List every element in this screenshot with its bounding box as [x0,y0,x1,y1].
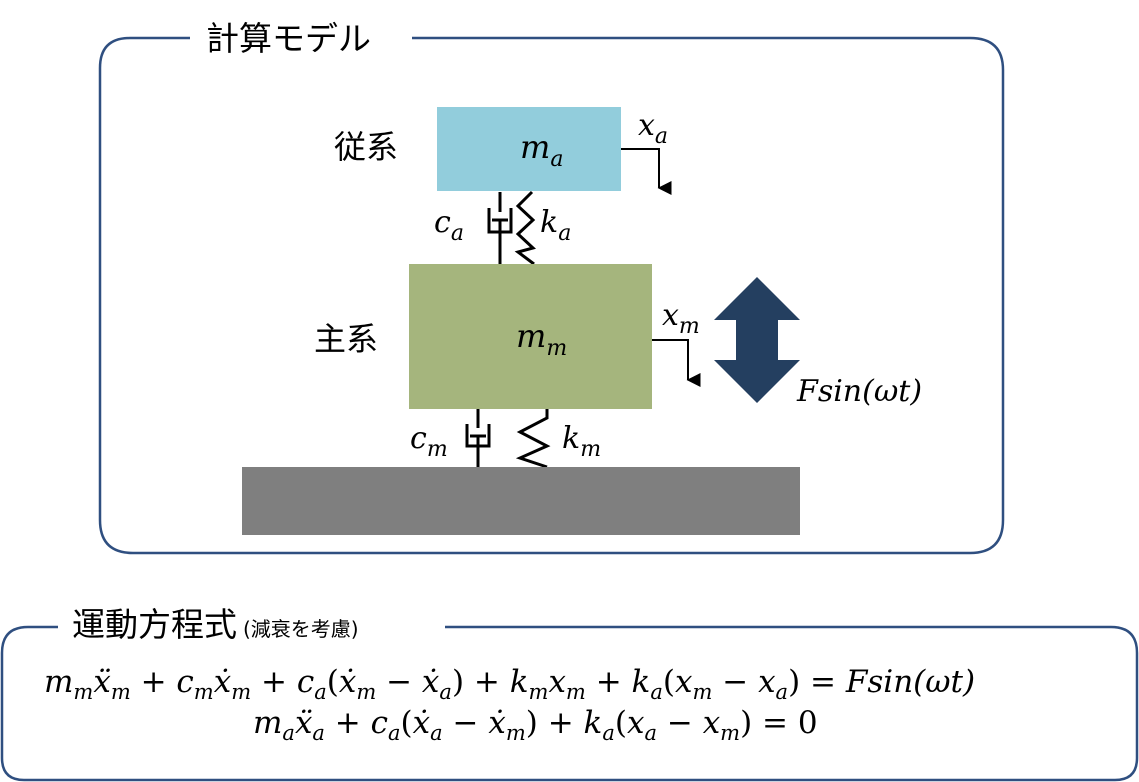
model-panel-title: 計算モデル [206,19,371,58]
lower-spring-label: km [562,421,601,462]
force-label: Fsin(ωt) [796,374,922,409]
secondary-system-label: 従系 [334,128,398,166]
upper-damper-symbol [487,192,513,264]
lower-spring-symbol [515,409,551,469]
force-double-arrow [714,277,800,403]
equation-primary: mmẍm + cmẋm + ca(ẋm − ẋa) + kmxm + ka(xm… [44,664,975,704]
eom-panel-frame [0,625,1139,782]
primary-mass-symbol: mm [516,317,567,361]
lower-damper-label: cm [410,421,448,462]
upper-spring-label: ka [540,205,571,246]
equation-secondary: maẍa + ca(ẋa − ẋm) + ka(xa − xm) = 0 [253,705,818,745]
secondary-displacement-arrow [621,148,672,195]
ground-block [242,467,800,535]
secondary-mass-symbol: ma [520,128,563,172]
upper-damper-label: ca [434,205,464,246]
primary-displacement-symbol: xm [662,298,700,339]
eom-panel-title: 運動方程式(減衰を考慮) [72,605,359,644]
secondary-displacement-symbol: xa [638,108,668,149]
lower-damper-symbol [465,409,491,467]
primary-displacement-arrow [652,339,701,387]
model-panel-frame [98,36,1005,555]
upper-spring-symbol [514,190,537,266]
primary-mass-block [409,264,652,409]
primary-system-label: 主系 [314,320,378,358]
secondary-mass-block [437,107,621,191]
